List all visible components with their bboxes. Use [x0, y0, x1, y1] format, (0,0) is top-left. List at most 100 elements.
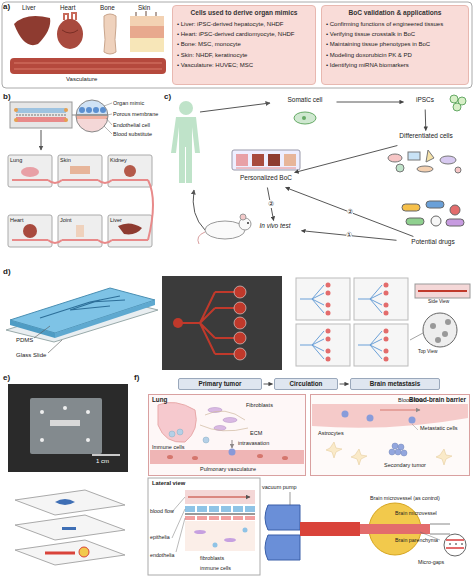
- panel-d-art-part: [162, 276, 282, 370]
- panel-f-art-part-part: [209, 506, 219, 512]
- panel-e-art-part: [8, 384, 128, 472]
- text-label: Brain microvessel: [395, 511, 437, 517]
- panel-d-art-part-part: [234, 286, 246, 298]
- panel-e-art-part: [15, 490, 125, 515]
- panel-a-art-part: [104, 14, 116, 54]
- panel-f-art-part: [185, 521, 255, 551]
- text-label: Brain parenchyma: [395, 538, 438, 544]
- panel-d-art-part-part: [358, 285, 382, 313]
- panel-d-art-part-part: [234, 348, 246, 360]
- text-label: endothelia: [150, 553, 174, 559]
- node-item: • Liver: iPSC-derived hepatocyte, NHDF: [177, 21, 311, 28]
- panel-d-art-part-part: [384, 349, 389, 354]
- info-box: BoC validation & applications• Confirmin…: [321, 5, 469, 85]
- panel-c-art-part: [240, 214, 246, 220]
- panel-d-art-part: [234, 286, 246, 360]
- panel-d-art-part-part: [300, 285, 324, 313]
- panel-a-art-part: [64, 13, 76, 20]
- panel-e-art-part: [15, 515, 125, 540]
- panel-d-art-part-part: [326, 291, 331, 296]
- panel-f-art-part-part: [243, 528, 248, 533]
- panel-f-art-part-part: [213, 543, 218, 548]
- flow-arrow: [302, 231, 397, 241]
- panel-f-art-part-part: [209, 516, 219, 520]
- panel-d-art-part-part: [234, 302, 246, 314]
- text-label: vacuum pump: [262, 484, 297, 490]
- panel-b-art-part: [12, 180, 153, 243]
- panel-letter: Brain microvessel (as control): [370, 496, 440, 502]
- panel-c-art-part: [171, 117, 200, 183]
- panel-letter: e): [3, 374, 10, 383]
- panel-d-art-part: [10, 320, 55, 338]
- text-label: ECM: [250, 430, 262, 436]
- panel-f-art-part: [185, 490, 255, 504]
- panel-d-art-part: [410, 333, 423, 340]
- panel-f-art-part-part: [194, 530, 206, 534]
- text-label: Side View: [428, 299, 449, 304]
- text-label: Skin: [138, 5, 150, 12]
- stage-bar: Circulation: [274, 378, 338, 390]
- flow-arrow: [286, 188, 414, 237]
- panel-c-art-part-part: [450, 205, 460, 215]
- edge-label: ②: [268, 200, 274, 208]
- text-label: Top View: [418, 349, 437, 354]
- panel-c-art-part: [402, 201, 464, 226]
- step-label: iPSCs: [405, 96, 445, 108]
- panel-b-art-part-part: [8, 215, 52, 247]
- panel-b-art-part: [41, 130, 42, 150]
- panel-d-art-part-part: [384, 329, 389, 334]
- panel-b-art-part-part: [58, 215, 102, 247]
- flow-arrow: [425, 110, 427, 131]
- panel-d-art-part-part: [234, 332, 246, 344]
- panel-d-art-part-part: [326, 329, 331, 334]
- node-title: Lung: [149, 395, 305, 404]
- text-label: Fibroblasts: [246, 402, 273, 408]
- panel-c-art-part-part: [408, 152, 420, 160]
- panel-letter: a): [3, 3, 10, 12]
- panel-f-art-part: [290, 492, 291, 505]
- panel-b-art-part: [16, 115, 66, 116]
- panel-c-art-part-part: [402, 204, 420, 211]
- panel-a-art-part: [130, 26, 164, 38]
- panel-d-art-part-part: [326, 303, 331, 308]
- node-title: Brain metastasis: [351, 379, 439, 389]
- panel-e-art-part-part: [40, 410, 44, 414]
- text-label: Heart: [60, 5, 75, 12]
- panel-d-art-part-part: [384, 337, 389, 342]
- node-title: Cells used to derive organ mimics: [177, 9, 311, 17]
- panel-a-art-part: [14, 16, 50, 45]
- panel-b-art-part-part: [79, 107, 85, 113]
- step-label: Potential drugs: [398, 238, 468, 250]
- panel-d-art-part: [326, 283, 389, 362]
- panel-e-art-part: [15, 540, 125, 565]
- panel-b-art-part: [104, 103, 112, 134]
- text-label: Porous membrane: [113, 111, 158, 117]
- flow-arrow: [340, 384, 349, 385]
- node-title: Primary tumor: [179, 379, 261, 389]
- panel-b-art-part-part: [93, 107, 99, 113]
- panel-d-art: [6, 276, 470, 370]
- panel-a-art-part: [130, 38, 164, 52]
- panel-d-art-part: [40, 296, 125, 318]
- panel-f-art-part-part: [185, 506, 195, 512]
- panel-b-art-part: [16, 117, 66, 122]
- panel-c-art-part-part: [431, 216, 441, 226]
- inset-box: Lung: [148, 394, 306, 476]
- text-label: epithelia: [150, 535, 170, 541]
- panel-d-art-part-part: [384, 311, 389, 316]
- node-title: Differentiated cells: [385, 132, 467, 139]
- text-label: Organ mimic: [113, 100, 144, 106]
- panel-d-art-part-part: [234, 317, 246, 329]
- panel-d-art-part-part: [430, 323, 436, 329]
- panel-d-art-part: [420, 310, 460, 350]
- text-label: Endothelial cell: [113, 122, 150, 128]
- text-label: Pulmonary vasculature: [200, 466, 256, 472]
- panel-d-art-part-part: [420, 310, 460, 350]
- panel-d-art-part: [48, 340, 62, 353]
- text-label: immune cells: [200, 566, 231, 572]
- text-label: Blood flow: [398, 397, 423, 403]
- panel-b-art-part: [74, 98, 114, 135]
- panel-e-art: [8, 384, 128, 565]
